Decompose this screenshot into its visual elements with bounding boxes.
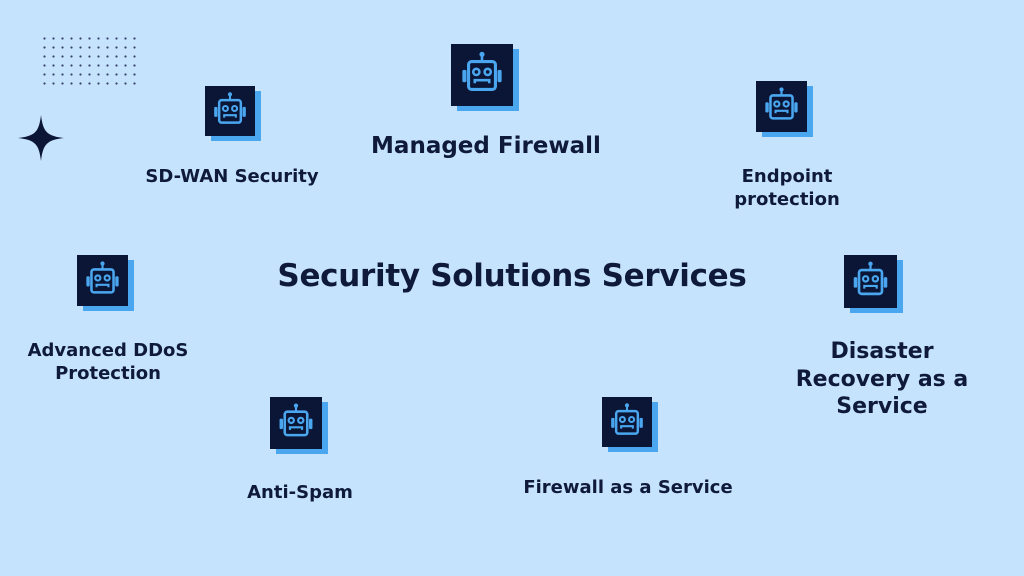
robot-icon bbox=[756, 81, 807, 132]
service-label-endpoint-protection: Endpoint protection bbox=[734, 166, 840, 210]
service-label-disaster-recovery: Disaster Recovery as a Service bbox=[795, 339, 969, 419]
robot-icon bbox=[77, 255, 128, 306]
service-label-sd-wan-security: SD-WAN Security bbox=[145, 166, 319, 187]
robot-icon bbox=[451, 44, 513, 106]
sparkle-icon bbox=[18, 115, 64, 161]
robot-icon bbox=[205, 86, 255, 136]
robot-icon bbox=[844, 255, 897, 308]
robot-icon bbox=[270, 397, 322, 449]
robot-icon bbox=[602, 397, 652, 447]
service-label-firewall-as-a-service: Firewall as a Service bbox=[523, 477, 733, 498]
dot-grid-decoration bbox=[40, 34, 136, 86]
service-label-advanced-ddos-protection: Advanced DDoS Protection bbox=[27, 340, 189, 384]
diagram-title: Security Solutions Services bbox=[277, 258, 747, 294]
service-label-anti-spam: Anti-Spam bbox=[247, 482, 353, 503]
service-label-managed-firewall: Managed Firewall bbox=[371, 133, 601, 159]
